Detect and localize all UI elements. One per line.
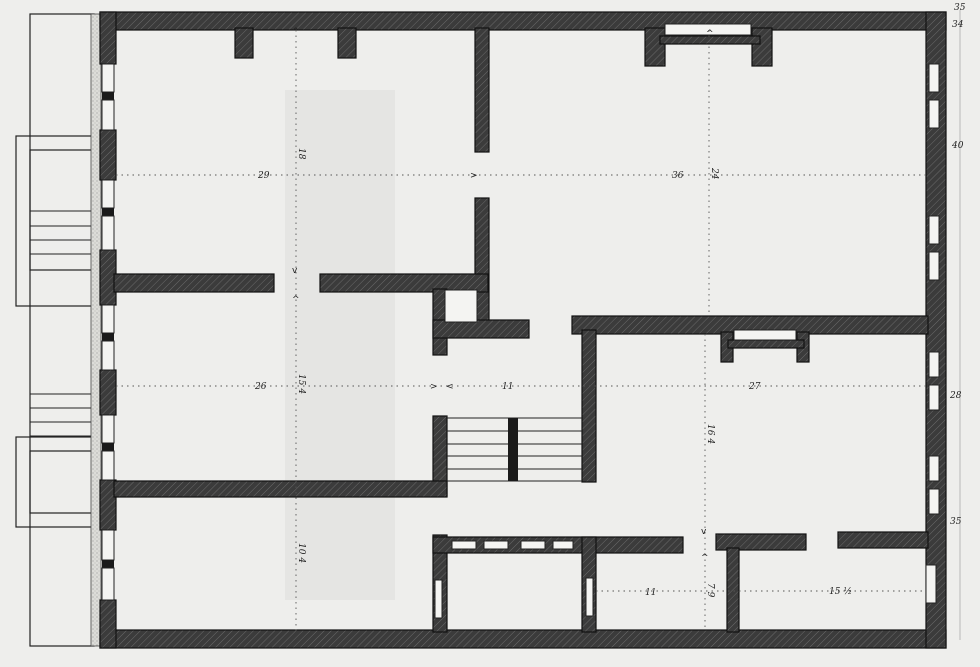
room-labels: 29 18 36 24 26 15 4 11 27 16 4 10 4 11 7… [254, 148, 852, 598]
right-windows [925, 63, 940, 604]
label-lower-small-width: 11 [645, 588, 656, 598]
arrow-right-icon: > [430, 382, 438, 392]
label-middle-right-width: 27 [748, 382, 761, 392]
arrow-up-icon: ^ [706, 29, 714, 39]
facade-plinth [90, 13, 102, 647]
scale-mark: 35 [950, 517, 962, 527]
label-upper-right-height: 24 [709, 167, 719, 180]
label-upper-left-width: 29 [257, 171, 270, 181]
label-stair-hall-width: 11 [502, 382, 513, 392]
dimension-lines [116, 30, 926, 632]
niche [585, 577, 594, 617]
arrow-right-icon: > [470, 171, 478, 181]
arrow-down-icon: v [701, 527, 707, 537]
scale-mark: 40 [951, 141, 964, 151]
exterior-terrace [15, 13, 95, 647]
label-middle-left-width: 26 [254, 382, 267, 392]
label-upper-right-width: 36 [672, 171, 684, 181]
scale-mark: 35 [954, 3, 966, 13]
label-middle-left-height: 15 4 [296, 374, 306, 394]
label-upper-left-height: 18 [296, 148, 306, 160]
arrow-left-icon: < [446, 382, 454, 392]
label-middle-right-height: 16 4 [705, 424, 715, 444]
staircase [447, 417, 582, 482]
label-lower-right-width: 15 ½ [829, 586, 852, 597]
left-windows [101, 63, 115, 601]
scale-mark: 34 [952, 20, 964, 30]
arrow-up-icon: ^ [292, 27, 300, 37]
label-lower-small-height: 7 9 [705, 583, 715, 598]
arrow-up-icon: ^ [292, 295, 300, 305]
scale-mark: 28 [949, 391, 962, 401]
niche [434, 579, 443, 619]
arrow-up-icon: ^ [701, 553, 709, 563]
interior-walls [113, 23, 929, 633]
right-margin-scale: 35 34 40 28 35 [949, 3, 966, 640]
arrow-marks: ^ ^ > v ^ > < v ^ [292, 27, 714, 563]
label-lower-left-height: 10 4 [296, 543, 306, 563]
paper-shade [285, 90, 395, 600]
arrow-down-icon: v [292, 266, 298, 276]
